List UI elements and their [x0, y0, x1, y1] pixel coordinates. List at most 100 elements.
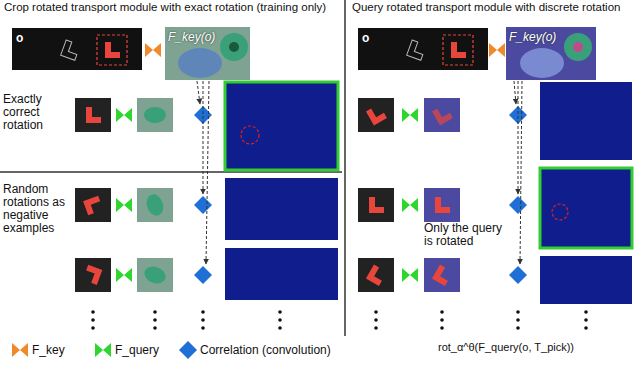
- object-shape: [83, 196, 103, 216]
- feature-crop: [424, 98, 460, 132]
- annotation: Exactly correct rotation: [3, 93, 73, 132]
- feature-label: F_key(o): [506, 29, 559, 45]
- feature-blob: [432, 104, 453, 125]
- dashed-arrow: [203, 81, 204, 194]
- legend-text: F_key: [32, 343, 65, 357]
- legend-symbol: [95, 343, 111, 357]
- feature-map: F_key(o): [506, 27, 596, 80]
- image-label: o: [358, 30, 373, 46]
- dashed-arrows: [514, 81, 522, 264]
- target-outline: [61, 40, 81, 60]
- crop-image: [75, 258, 111, 292]
- fquery-bowtie: [402, 268, 418, 282]
- observation-image: o: [358, 28, 488, 70]
- fkey-bowtie: [145, 43, 161, 57]
- observation-image: o: [12, 28, 142, 70]
- feature-map: F_key(o): [165, 27, 250, 80]
- object-shape: [86, 107, 101, 123]
- peak-marker: [241, 126, 259, 144]
- ellipsis: [278, 310, 282, 330]
- dashed-arrow: [520, 81, 522, 264]
- object-shape: [369, 197, 384, 213]
- crop-row: [358, 256, 632, 304]
- fquery-bowtie: [116, 108, 132, 122]
- feature-map: [506, 27, 596, 80]
- crop-image: [75, 98, 111, 132]
- fquery-bowtie: [116, 198, 132, 212]
- crop-row: [358, 82, 632, 160]
- feature-ground: [165, 27, 250, 80]
- crop-image: [75, 188, 111, 222]
- panel-divider: [344, 0, 346, 336]
- image-label: o: [12, 30, 27, 46]
- dashed-arrow: [514, 81, 516, 104]
- crop-row: [75, 248, 338, 300]
- feature-crop: [137, 98, 173, 132]
- legend-symbol: [12, 343, 28, 357]
- feature-label: F_key(o): [165, 29, 218, 45]
- crop-image: [358, 98, 394, 132]
- ellipsis: [374, 310, 378, 330]
- target-outline: [407, 40, 427, 60]
- feature-blob: [220, 33, 248, 61]
- fquery-bowtie: [402, 198, 418, 212]
- feature-blob: [178, 48, 222, 78]
- image-ground: [358, 28, 488, 70]
- object-shape: [105, 42, 120, 58]
- output-map: [225, 248, 338, 300]
- feature-blob: [144, 107, 166, 123]
- feature-blob: [142, 264, 168, 287]
- object-shape: [366, 104, 387, 125]
- peak-marker: [552, 204, 568, 220]
- crop-row: [75, 178, 338, 240]
- crop-row: [358, 168, 632, 248]
- dashed-arrow: [206, 81, 209, 264]
- annotation: Random rotations as negative examples: [3, 183, 73, 235]
- feature-blob: [432, 265, 453, 286]
- feature-map: [165, 27, 250, 80]
- panel-title: Crop rotated transport module with exact…: [0, 0, 342, 13]
- crop-box: [443, 35, 473, 65]
- output-map: [540, 82, 632, 160]
- fquery-bowtie: [116, 268, 132, 282]
- observation-image: [12, 28, 142, 70]
- correlation-diamond: [194, 196, 212, 214]
- dashed-arrow: [197, 81, 200, 104]
- crop-image: [358, 258, 394, 292]
- ellipsis: [201, 310, 205, 330]
- image-ground: [12, 28, 142, 70]
- crop-image: [358, 188, 394, 222]
- fquery-bowtie: [402, 108, 418, 122]
- ellipsis-dots: [91, 310, 588, 330]
- feature-crop: [424, 188, 460, 222]
- feature-blob: [520, 48, 564, 78]
- legend-text: F_query: [115, 343, 159, 357]
- fkey-bowtie: [489, 43, 505, 57]
- feature-blob: [564, 33, 592, 61]
- feature-blob: [435, 197, 450, 213]
- output-map: [540, 256, 632, 304]
- correlation-diamond: [509, 196, 527, 214]
- feature-blob: [573, 42, 583, 52]
- ellipsis: [153, 310, 157, 330]
- legend-text: Correlation (convolution): [200, 343, 331, 357]
- panel: Crop rotated transport module with exact…: [0, 0, 342, 338]
- crop-row: [75, 82, 338, 170]
- output-map: [225, 82, 338, 170]
- annotation: Only the query is rotated: [424, 222, 506, 248]
- correlation-diamond: [194, 266, 212, 284]
- feature-crop: [424, 258, 460, 292]
- object-shape: [366, 265, 387, 286]
- ellipsis: [91, 310, 95, 330]
- crop-box: [97, 35, 127, 65]
- formula: rot_α^θ(F_query(o, T_pick)): [438, 341, 636, 354]
- ellipsis: [440, 310, 444, 330]
- object-shape: [451, 42, 466, 58]
- dashed-arrow: [518, 81, 519, 194]
- ellipsis: [584, 310, 588, 330]
- dashed-arrows: [197, 81, 209, 264]
- output-map: [540, 168, 632, 248]
- correlation-diamond: [509, 266, 527, 284]
- ellipsis: [516, 310, 520, 330]
